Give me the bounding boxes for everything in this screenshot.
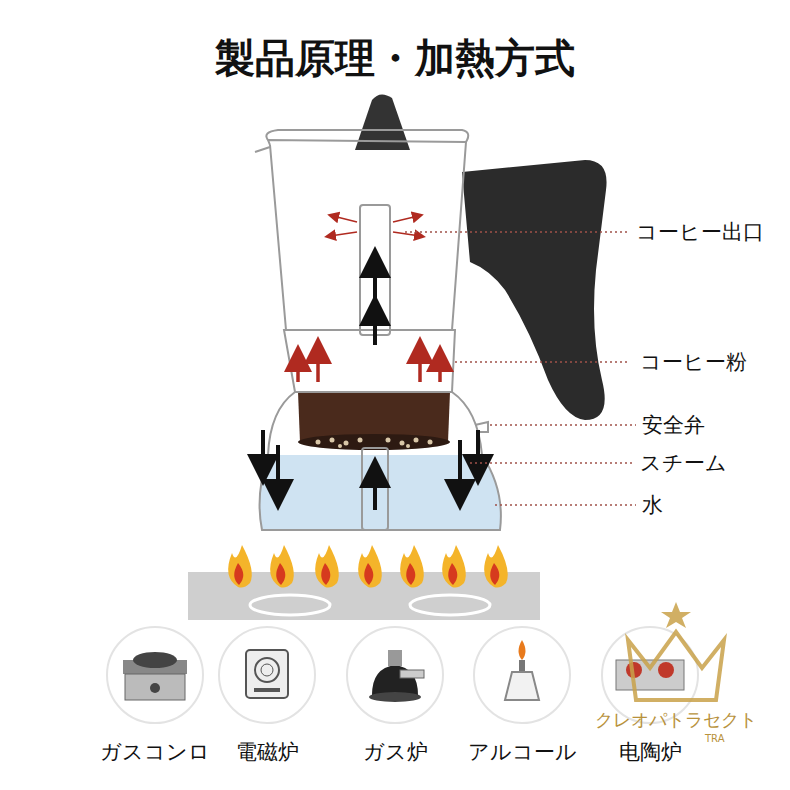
icon-circles [107,627,698,723]
heat-source-caption-holder: ガスコンロ [100,738,210,766]
gas-burner-icon [369,650,424,702]
leader-lines [405,232,636,505]
gas-stove-icon [123,652,187,700]
heat-source-caption-holder: アルコール [468,738,577,766]
part-label-holder: スチーム [640,449,727,477]
water [260,455,501,530]
heat-source-caption-holder: 电陶炉 [619,738,682,766]
pot-outline [255,130,501,530]
outlet-arrows [330,216,420,236]
steam-arrows [298,350,440,382]
heat-source-caption: 電磁炉 [236,738,299,766]
heat-source-caption: 电陶炉 [619,738,682,766]
heat-source-caption: ガスコンロ [100,738,210,766]
watermark: クレオパトラセクト [595,708,757,732]
title: 製品原理・加熱方式 [215,31,575,86]
watermark-holder: クレオパトラセクト [595,708,757,732]
part-label: コーヒー粉 [640,348,747,376]
watermark: TRA [705,733,725,744]
part-label-holder: コーヒー出口 [636,218,764,246]
watermark-holder: TRA [705,733,725,744]
flames [228,545,508,588]
part-label: コーヒー出口 [636,218,764,246]
heat-source-caption-holder: 電磁炉 [236,738,299,766]
induction-icon [246,650,288,698]
ceramic-stove-icon [616,660,684,690]
alcohol-lamp-icon [505,640,539,700]
part-label: 安全弁 [642,411,705,439]
watermark-crown [628,602,724,700]
heat-source-caption: アルコール [468,738,577,766]
handle [462,160,607,420]
part-label: 水 [642,491,663,519]
heat-source-caption: ガス炉 [363,738,428,766]
title-holder: 製品原理・加熱方式 [215,31,575,86]
flow-arrows [263,262,478,510]
part-label-holder: コーヒー粉 [640,348,747,376]
part-label: スチーム [640,449,727,477]
part-label-holder: 水 [642,491,663,519]
part-label-holder: 安全弁 [642,411,705,439]
heat-source-caption-holder: ガス炉 [363,738,428,766]
